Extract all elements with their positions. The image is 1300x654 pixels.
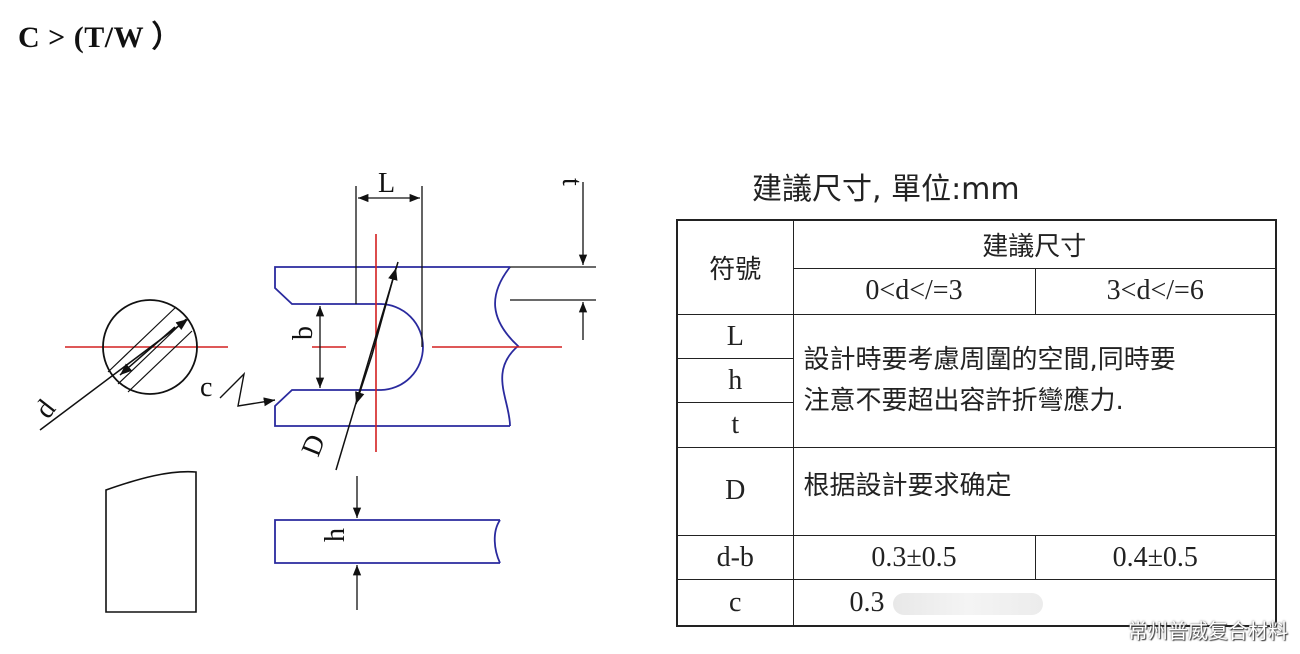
row-db-symbol: d-b xyxy=(676,534,794,581)
header-symbol: 符號 xyxy=(676,219,794,315)
header-range-2: 3<d</=6 xyxy=(1034,267,1277,315)
row-h-symbol: h xyxy=(676,358,794,404)
row-c-cell: 0.3 xyxy=(792,579,1277,627)
watermark: 常州普威复合材料 xyxy=(1128,619,1288,643)
row-db-value-2: 0.4±0.5 xyxy=(1034,534,1277,581)
label-c: c xyxy=(200,372,212,403)
row-c-value: 0.3 xyxy=(849,586,885,618)
label-D: D xyxy=(296,430,332,460)
label-h: h xyxy=(320,528,351,542)
dimension-table: 符號 建議尺寸 0<d</=3 3<d</=6 L 設計時要考慮周圍的空間,同時… xyxy=(676,219,1278,627)
table-caption: 建議尺寸, 單位:mm xyxy=(752,172,1020,207)
row-L-symbol: L xyxy=(676,313,794,360)
thickness-view: h xyxy=(274,476,501,610)
label-t: t xyxy=(556,178,587,186)
row-D-note: 根据設計要求确定 xyxy=(792,446,1277,536)
technical-drawing: d L t b c D xyxy=(29,168,596,613)
row-c-symbol: c xyxy=(676,579,794,627)
row-t-symbol: t xyxy=(676,402,794,448)
wire-cross-section: d xyxy=(29,299,228,431)
label-d: d xyxy=(29,394,62,424)
header-range-1: 0<d</=3 xyxy=(792,267,1036,315)
label-L: L xyxy=(378,168,395,199)
slot-view: L t b c D xyxy=(200,168,596,471)
lht-note: 設計時要考慮周圍的空間,同時要 注意不要超出容許折彎應力. xyxy=(792,313,1277,448)
lht-note-line2: 注意不要超出容許折彎應力. xyxy=(803,385,1124,416)
header-recommended: 建議尺寸 xyxy=(792,219,1277,269)
page-heading: C > (T/W ） xyxy=(18,21,183,54)
row-db-value-1: 0.3±0.5 xyxy=(792,534,1036,581)
smudge-mark xyxy=(892,593,1043,616)
row-D-symbol: D xyxy=(676,446,794,536)
wire-side-view xyxy=(105,470,197,613)
lht-note-line1: 設計時要考慮周圍的空間,同時要 xyxy=(803,344,1176,375)
label-b: b xyxy=(288,326,319,340)
